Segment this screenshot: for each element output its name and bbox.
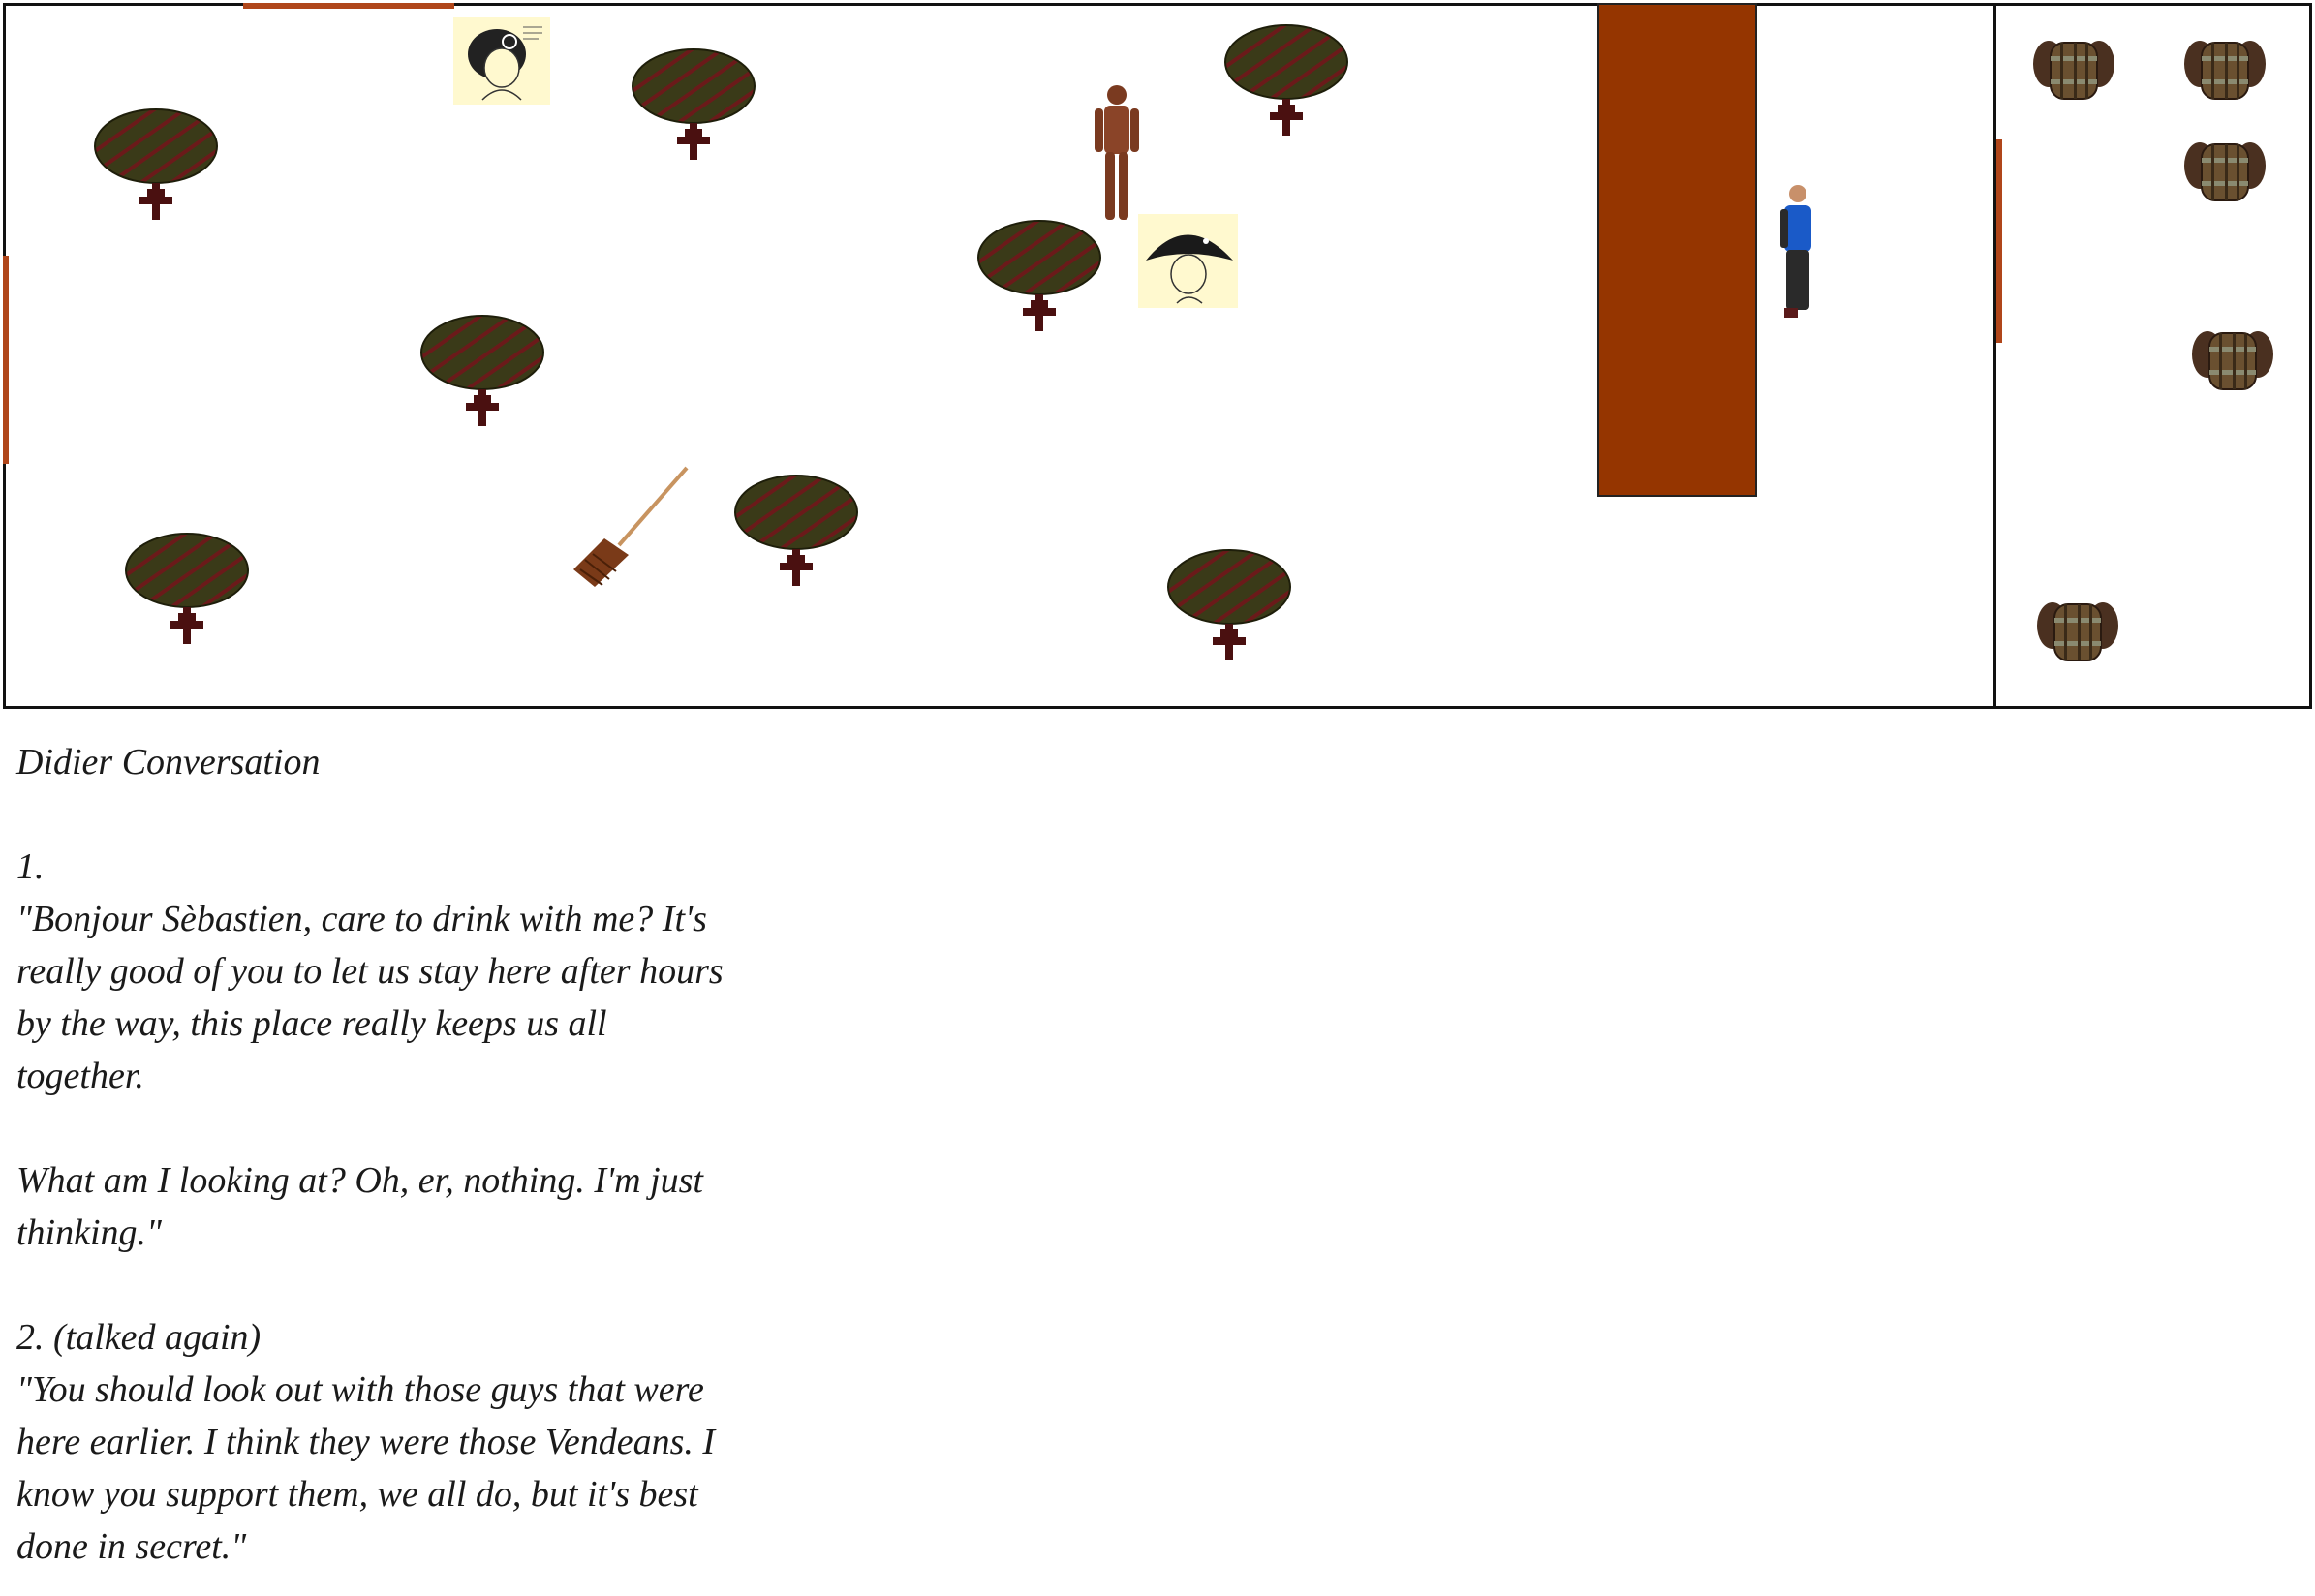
round-table-icon [631,47,756,164]
dialogue-line: really good of you to let us stay here a… [16,951,724,992]
dialogue-line: here earlier. I think they were those Ve… [16,1422,716,1462]
portrait-icon[interactable] [453,17,550,105]
top-door[interactable] [243,3,454,9]
round-table-icon [733,474,859,590]
barrel-icon[interactable] [2031,35,2116,105]
round-table-icon [1166,548,1292,664]
broom-icon[interactable] [566,463,692,589]
entry-number: 1. [16,846,45,887]
bar-counter [1597,3,1757,497]
dialogue-line: What am I looking at? Oh, er, nothing. I… [16,1160,703,1201]
barrel-icon[interactable] [2190,325,2275,395]
dialogue-line: know you support them, we all do, but it… [16,1474,698,1515]
dialogue-document: Didier Conversation 1. "Bonjour Sèbastie… [16,736,849,1573]
dialogue-line: "Bonjour Sèbastien, care to drink with m… [16,899,707,939]
dialogue-line: "You should look out with those guys tha… [16,1369,704,1410]
portrait-icon[interactable] [1138,214,1238,308]
round-table-icon [1223,23,1349,139]
storeroom [1996,3,2312,709]
entry-number: 2. (talked again) [16,1317,262,1358]
barrel-icon[interactable] [2182,35,2268,105]
npc-figure-icon[interactable] [1083,81,1151,227]
round-table-icon [124,532,250,648]
storeroom-door[interactable] [1996,139,2002,343]
barrel-icon[interactable] [2035,597,2120,666]
dialogue-line: thinking." [16,1212,162,1253]
round-table-icon [419,314,545,430]
left-door[interactable] [3,256,9,464]
document-title: Didier Conversation [16,742,321,783]
tavern-map [3,3,1996,709]
barrel-icon[interactable] [2182,137,2268,206]
dialogue-line: together. [16,1056,144,1096]
dialogue-line: by the way, this place really keeps us a… [16,1003,607,1044]
round-table-icon [976,219,1102,335]
player-figure-icon[interactable] [1771,182,1819,322]
dialogue-line: done in secret." [16,1526,247,1567]
round-table-icon [93,107,219,224]
